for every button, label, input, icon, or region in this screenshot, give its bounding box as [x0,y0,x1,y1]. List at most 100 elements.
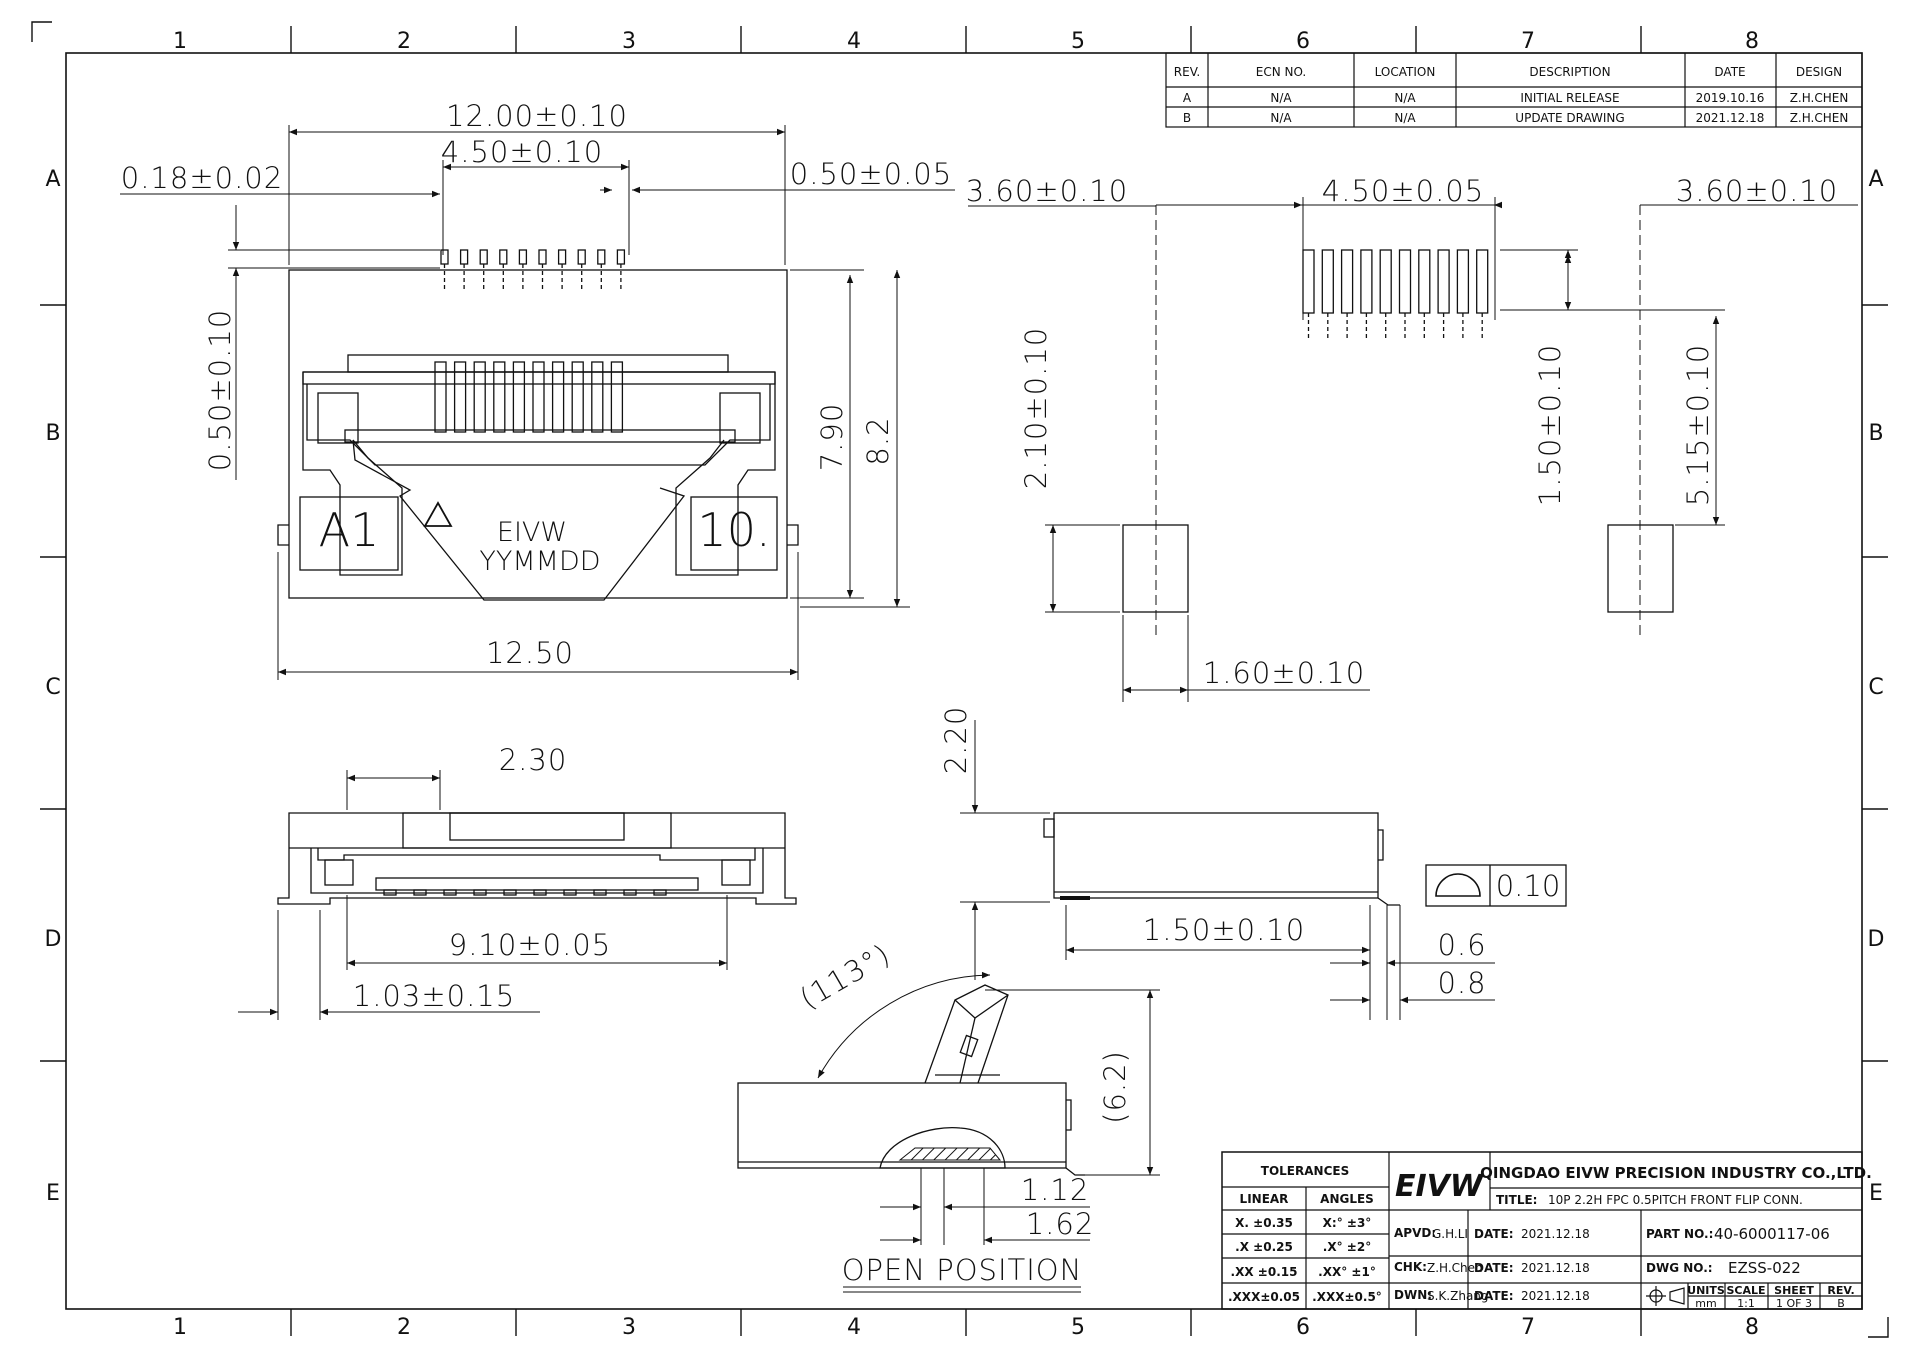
title-block: TOLERANCES LINEAR ANGLES X. ±0.35 .X ±0.… [1221,1151,1872,1310]
linear-tol-3: .XXX±0.05 [1228,1290,1300,1304]
chk-date: 2021.12.18 [1521,1261,1590,1275]
marking-10: 10. [697,503,770,557]
apvd-date: 2021.12.18 [1521,1227,1590,1241]
chk-value: Z.H.Chen [1427,1261,1483,1275]
open-position-caption: OPEN POSITION [842,1253,1083,1287]
footprint-pads [1302,249,1489,340]
chk-date-label: DATE: [1474,1261,1514,1275]
apvd-date-label: DATE: [1474,1227,1514,1241]
pin1-triangle-icon [423,501,453,527]
flatness-symbol-icon [1435,873,1481,897]
drawing-frame [65,52,1863,1310]
zone-col-2: 2 [397,29,411,54]
front-contact [533,889,547,896]
dim-inner-width: 9.10±0.05 [449,928,611,962]
zone-row-a: A [45,167,60,192]
rev-header-location: LOCATION [1375,65,1436,79]
dwn-label: DWN: [1394,1288,1432,1302]
zone-col-1: 1 [173,29,187,54]
flatness-frame [1425,864,1567,907]
footprint-pad [1360,249,1373,314]
zone-row-b-right: B [1868,421,1883,446]
apvd-value: G.H.LI [1432,1227,1468,1241]
rev-header-ecn: ECN NO. [1256,65,1307,79]
zone-row-e: E [46,1181,60,1206]
angle-tol-0: X:° ±3° [1323,1216,1372,1230]
dim-right-offset: 3.60±0.10 [1676,174,1838,208]
front-contact [413,889,427,896]
top-pin [440,249,449,265]
rev-a-date: 2019.10.16 [1696,91,1765,105]
dim-pad-to-tab: 2.10±0.10 [1019,327,1053,489]
zone-row-d: D [45,927,62,952]
linear-header: LINEAR [1240,1192,1289,1206]
brand-mark: EIVW [497,517,567,548]
inner-contact [512,361,526,433]
rev-header-date: DATE [1714,65,1745,79]
inner-contact [610,361,624,433]
zone-col-6: 6 [1296,29,1310,54]
dim-lead-offset: 1.03±0.15 [353,979,515,1013]
front-contact [563,889,577,896]
rev-header-rev: REV. [1174,65,1200,79]
zone-col-3-bottom: 3 [622,1315,636,1340]
front-view: 2.30 9.10±0.05 1.03±0.15 [238,743,797,1020]
top-pin [597,249,606,265]
footprint-pad [1437,249,1450,314]
top-body [288,269,788,599]
rev-b-design: Z.H.CHEN [1790,111,1849,125]
dim-open-d1: 1.12 [1021,1173,1090,1207]
footprint-pad [1340,249,1354,314]
dim-open-height: (6.2) [1098,1050,1132,1124]
zone-row-c: C [45,675,60,700]
front-contact [623,889,637,896]
rev-b-date: 2021.12.18 [1696,111,1765,125]
dim-total-depth: 8.2 [861,416,895,465]
part-no: 40-6000117-06 [1714,1225,1830,1243]
zone-col-8: 8 [1745,29,1759,54]
dim-actuator: 2.30 [499,743,568,777]
footprint-view: 3.60±0.10 4.50±0.05 3.60±0.10 2.10±0.10 … [966,174,1858,702]
angle-tol-2: .XX° ±1° [1318,1265,1376,1279]
top-pin [557,249,567,265]
top-view: A1 10. EIVW YYMMDD [120,99,955,680]
zone-row-a-right: A [1868,167,1883,192]
scale-value: 1:1 [1737,1297,1755,1310]
zone-row-e-right: E [1869,1181,1883,1206]
inner-contact [434,361,447,433]
zone-col-7: 7 [1521,29,1535,54]
dim-open-d2: 1.62 [1026,1207,1095,1241]
rev-header-description: DESCRIPTION [1529,65,1610,79]
footprint-pad [1302,249,1315,314]
linear-tol-2: .XX ±0.15 [1231,1265,1298,1279]
zone-col-4-bottom: 4 [847,1315,861,1340]
rev-label: REV. [1827,1284,1854,1297]
chk-label: CHK: [1394,1260,1427,1274]
dim-tab-len: 1.50±0.10 [1143,913,1305,947]
dim-pin-span: 4.50±0.10 [441,135,603,169]
zone-row-c-right: C [1868,675,1883,700]
inner-contacts [434,361,624,433]
drawing-title: 10P 2.2H FPC 0.5PITCH FRONT FLIP CONN. [1548,1193,1803,1207]
dim-pad-span: 4.50±0.05 [1322,174,1484,208]
dim-pad-length: 1.50±0.10 [1533,344,1567,506]
zone-row-d-right: D [1868,927,1885,952]
title-label: TITLE: [1496,1193,1537,1207]
rev-header-design: DESIGN [1796,65,1842,79]
linear-tol-1: .X ±0.25 [1235,1240,1293,1254]
footprint-pad [1379,249,1392,314]
zone-ticks [40,26,1888,1336]
corner-mark-br [1868,1317,1889,1338]
top-pins [440,249,626,292]
part-no-label: PART NO.: [1646,1227,1713,1241]
front-contact [593,889,607,896]
apvd-label: APVD: [1394,1226,1436,1240]
dim-pin-width: 0.18±0.02 [121,161,283,195]
dwg-no: EZSS-022 [1728,1259,1801,1277]
dim-pin-pitch: 0.50±0.05 [790,157,952,191]
inner-contact [453,361,467,433]
scale-label: SCALE [1726,1284,1765,1297]
rev-value: B [1837,1297,1845,1310]
company-name: QINGDAO EIVW PRECISION INDUSTRY CO.,LTD. [1480,1164,1872,1182]
